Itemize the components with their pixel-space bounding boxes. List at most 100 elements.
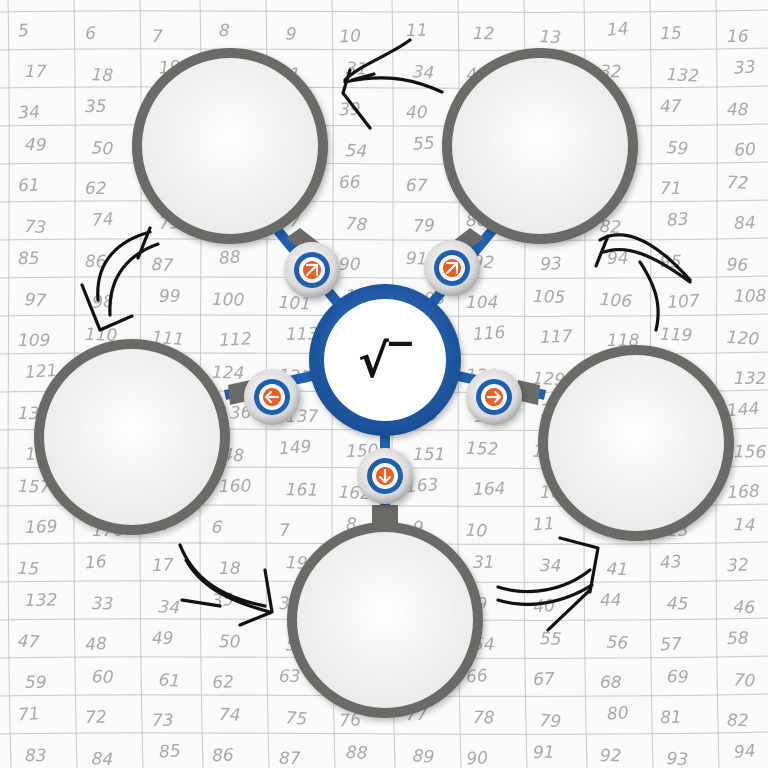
- scribble-number: 83: [25, 746, 47, 766]
- scribble-number: 49: [25, 135, 47, 156]
- scribble-number: 50: [91, 138, 114, 159]
- scribble-number: 117: [540, 327, 573, 348]
- scribble-number: 54: [345, 141, 368, 162]
- scribble-number: 85: [18, 249, 40, 269]
- scribble-number: 116: [472, 323, 506, 345]
- scribble-number: 11: [406, 21, 428, 41]
- scribble-number: 96: [726, 255, 749, 276]
- scribble-number: 63: [279, 667, 301, 687]
- scribble-number: 73: [24, 217, 47, 238]
- port-badges: [244, 240, 522, 504]
- scribble-number: 56: [606, 632, 629, 653]
- scribble-number: 161: [286, 480, 319, 501]
- scribble-number: 18: [91, 65, 114, 86]
- scribble-number: 113: [286, 324, 319, 345]
- scribble-number: 69: [667, 667, 689, 688]
- scribble-number: 79: [413, 216, 436, 237]
- scribble-number: 35: [85, 97, 107, 117]
- scribble-number: 110: [85, 325, 118, 346]
- port-badge: [244, 369, 300, 425]
- scribble-number: 40: [533, 596, 556, 617]
- arrow-right-icon: [486, 390, 502, 404]
- circle-top-left: [132, 48, 328, 244]
- scribble-number: 168: [727, 481, 761, 503]
- grid-line-vertical: [7, 0, 12, 768]
- grid-line-horizontal: [0, 85, 768, 89]
- outer-rings: [34, 48, 734, 718]
- scribble-number: 31: [473, 553, 495, 573]
- cycle-arrow-right-upper: [594, 233, 692, 332]
- scribble-number: 91: [533, 743, 555, 763]
- scribble-number: 149: [278, 437, 312, 459]
- scribble-number: 87: [151, 255, 174, 276]
- scribble-number: 60: [92, 667, 114, 688]
- scribble-number: 34: [18, 102, 41, 123]
- grid-line-horizontal: [0, 237, 768, 241]
- circle-bottom: [287, 522, 483, 718]
- scribble-number: 32: [727, 555, 749, 576]
- scribble-number: 9: [285, 24, 297, 45]
- scribble-number: 8: [346, 515, 357, 535]
- scribble-number: 17: [152, 555, 175, 576]
- scribble-number: 108: [734, 286, 767, 307]
- scribble-number: 17: [25, 62, 47, 82]
- scribble-number: 99: [159, 287, 181, 307]
- port-badge: [424, 240, 480, 296]
- grid-line-vertical: [715, 0, 720, 768]
- scribble-number: 71: [660, 179, 682, 199]
- scribble-number: 12: [473, 24, 495, 44]
- scribble-number: 66: [465, 666, 488, 687]
- circle-left: [34, 339, 230, 535]
- scribble-number: 120: [726, 328, 760, 350]
- scribble-number: 87: [279, 749, 301, 768]
- scribble-number: 8: [219, 21, 231, 41]
- port-badge: [284, 242, 340, 298]
- scribble-number: 6: [211, 518, 223, 539]
- circle-right: [538, 345, 734, 541]
- scribble-number: 144: [726, 399, 760, 421]
- scribble-number: 50: [219, 632, 241, 652]
- grid-line-horizontal: [0, 161, 768, 165]
- scribble-number: 55: [412, 133, 435, 154]
- scribble-number: 7: [152, 27, 163, 47]
- scribble-number: 88: [346, 743, 369, 764]
- scribble-number: 55: [540, 629, 562, 650]
- scribble-number: 72: [85, 707, 107, 728]
- square-root-symbol: √‾: [358, 334, 412, 388]
- grid-line-horizontal: [0, 47, 768, 51]
- scribble-number: 49: [152, 629, 174, 649]
- scribble-number: 62: [85, 179, 107, 199]
- scribble-number: 11: [532, 514, 555, 535]
- scribble-number: 86: [212, 745, 235, 766]
- scribble-number: 81: [660, 707, 682, 728]
- scribble-number: 100: [212, 290, 245, 311]
- scribble-number: 73: [152, 711, 174, 731]
- scribble-number: 70: [733, 670, 756, 691]
- scribble-number: 6: [85, 24, 97, 44]
- cycle-arrow-bottom-left: [178, 543, 274, 627]
- port-badge: [466, 369, 522, 425]
- arrow-up-right-icon: [445, 261, 459, 275]
- scribble-number: 34: [412, 62, 435, 83]
- scribble-number: 93: [540, 254, 563, 275]
- scribble-number: 67: [406, 176, 428, 196]
- scribble-number: 101: [278, 293, 311, 315]
- scribble-number: 132: [25, 590, 58, 611]
- arrow-up-left-icon: [305, 263, 319, 277]
- grid-line-horizontal: [0, 199, 768, 203]
- grid-line-horizontal: [0, 123, 768, 127]
- scribble-number: 88: [218, 247, 241, 268]
- scribble-number: 164: [473, 479, 506, 500]
- scribble-number: 75: [285, 708, 308, 729]
- arrow-left-icon: [264, 390, 280, 404]
- scribble-number: 10: [465, 521, 488, 542]
- scribble-number: 132: [666, 65, 699, 87]
- scribble-number: 90: [466, 748, 489, 768]
- scribble-number: 14: [606, 19, 629, 40]
- scribble-number: 152: [466, 439, 499, 460]
- port-badge: [357, 448, 413, 504]
- scribble-number: 80: [606, 703, 629, 724]
- scribble-number: 105: [533, 287, 566, 308]
- scribble-number: 68: [600, 673, 622, 693]
- scribble-number: 33: [733, 57, 756, 78]
